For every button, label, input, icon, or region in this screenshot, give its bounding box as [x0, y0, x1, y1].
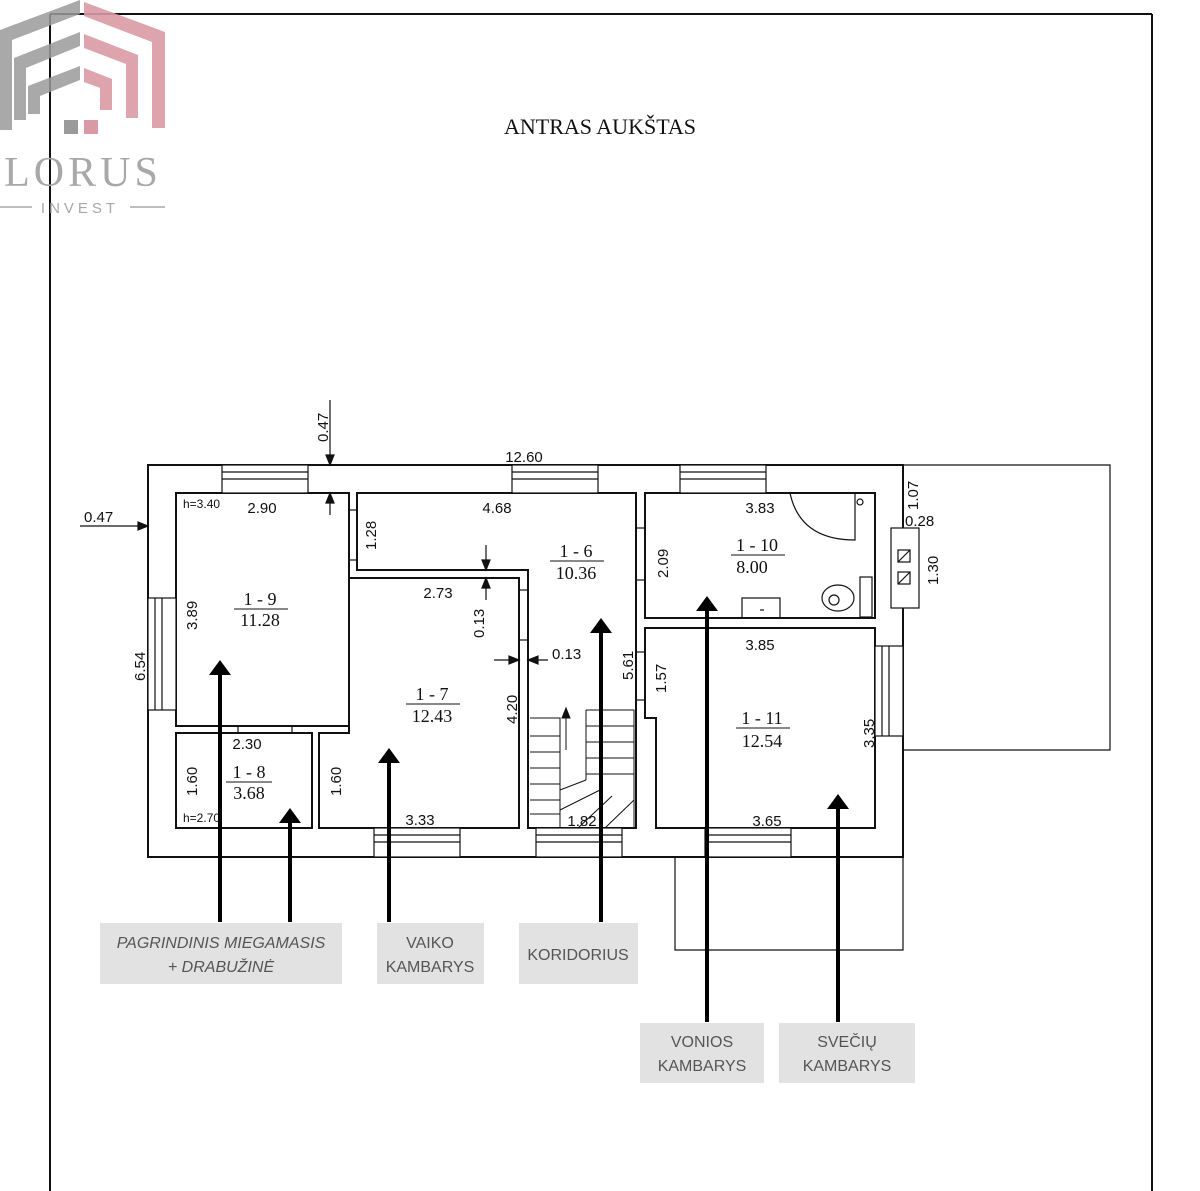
dim-r7-left: 1.60	[328, 767, 345, 796]
sink-icon	[741, 597, 781, 619]
plan-title: ANTRAS AUKŠTAS	[504, 114, 696, 139]
room-area: 12.54	[742, 731, 783, 751]
logo-house-gray-inner2	[28, 66, 80, 114]
walls	[147, 464, 1111, 951]
dim-r7-wall: 0.13	[471, 609, 488, 638]
dim-r11-left: 1.57	[653, 664, 670, 693]
pointer-arrows	[209, 596, 849, 1022]
doors	[237, 509, 645, 733]
dim-overall-width: 12.60	[505, 449, 543, 466]
wall-room-1-11	[644, 627, 876, 829]
dim-wall-left: 0.47	[84, 509, 113, 526]
dim-r8-ceiling: h=2.70	[183, 811, 220, 825]
wall-room-1-6	[356, 492, 637, 829]
dim-ext-c: 1.30	[925, 556, 942, 585]
terrace-outline	[903, 464, 1111, 751]
balcony-outline	[674, 857, 904, 951]
dim-r6-width: 4.68	[482, 500, 511, 517]
room-area: 12.43	[412, 706, 453, 726]
room-area: 3.68	[233, 783, 265, 803]
caption-guest-line1: SVEČIŲ	[817, 1032, 877, 1051]
dim-r8-height: 1.60	[184, 767, 201, 796]
dim-r9-height: 3.89	[184, 601, 201, 630]
dim-ext-b: 0.28	[905, 513, 934, 530]
caption-child: VAIKO KAMBARYS	[377, 923, 484, 984]
dim-r9-width: 2.90	[247, 500, 276, 517]
wall-room-1-10	[644, 492, 876, 619]
dim-r9-ceiling: h=3.40	[183, 497, 220, 511]
caption-corridor-line1: KORIDORIUS	[527, 947, 628, 964]
dim-r10-height: 2.09	[655, 549, 672, 578]
logo-window-pink	[84, 120, 98, 134]
stairs	[530, 706, 635, 829]
logo-house-pink	[84, 2, 165, 128]
dimension-markers	[80, 400, 548, 665]
dim-stair-width: 1.82	[567, 813, 596, 830]
room-labels: 1 - 9 11.28 1 - 6 10.36 1 - 7 12.43 1 - …	[226, 535, 790, 803]
dim-r6-depth: 5.61	[620, 651, 637, 680]
dim-r7-width: 2.73	[423, 585, 452, 602]
dim-r7-wall2: 0.13	[552, 646, 581, 663]
room-1-7: 1 - 7 12.43	[406, 684, 460, 726]
room-area: 8.00	[736, 557, 768, 577]
logo-name: LORUS	[4, 150, 162, 196]
room-1-10: 1 - 10 8.00	[731, 535, 785, 577]
room-1-8: 1 - 8 3.68	[226, 762, 272, 803]
logo-house-pink-inner	[84, 34, 138, 118]
caption-child-line1: VAIKO	[406, 935, 454, 952]
dim-r11-right: 3.35	[861, 719, 878, 748]
caption-corridor: KORIDORIUS	[519, 923, 638, 984]
logo-window-gray	[64, 120, 78, 134]
dim-ext-a: 1.07	[905, 481, 922, 510]
logo-house-gray-inner	[14, 32, 80, 120]
dim-wall-top: 0.47	[315, 413, 332, 442]
room-1-11: 1 - 11 12.54	[736, 708, 790, 751]
dim-r6-side: 1.28	[363, 521, 380, 550]
sheet-frame	[49, 13, 1153, 1191]
vent-block	[890, 527, 920, 609]
toilet-icon	[859, 576, 873, 618]
logo-sub: INVEST	[41, 200, 119, 217]
room-area: 11.28	[240, 610, 280, 630]
dim-r11-bottom: 3.65	[752, 813, 781, 830]
caption-guest: SVEČIŲ KAMBARYS	[779, 1023, 915, 1083]
room-id: 1 - 6	[560, 541, 593, 561]
shower-icon	[789, 492, 856, 541]
logo-house-gray	[0, 0, 80, 130]
dim-r11-width: 3.85	[745, 637, 774, 654]
room-id: 1 - 7	[416, 684, 449, 704]
dim-r10-width: 3.83	[745, 500, 774, 517]
caption-bath-line2: KAMBARYS	[658, 1058, 747, 1075]
dim-left-height: 6.54	[132, 652, 149, 681]
caption-bath-line1: VONIOS	[671, 1034, 733, 1051]
caption-guest-line2: KAMBARYS	[803, 1058, 892, 1075]
caption-master: PAGRINDINIS MIEGAMASIS + DRABUŽINĖ	[100, 923, 342, 984]
room-area: 10.36	[556, 563, 597, 583]
logo-house-pink-inner2	[84, 68, 112, 110]
room-id: 1 - 8	[233, 762, 266, 782]
caption-master-line2: + DRABUŽINĖ	[168, 957, 275, 976]
caption-master-line1: PAGRINDINIS MIEGAMASIS	[117, 935, 326, 952]
caption-child-line2: KAMBARYS	[386, 959, 475, 976]
dimension-labels: 12.60 0.47 0.47 6.54 2.90 h=3.40 3.89 4.…	[84, 413, 942, 830]
lorus-logo: LORUS INVEST	[0, 0, 165, 217]
room-id: 1 - 10	[736, 535, 778, 555]
room-id: 1 - 11	[741, 708, 782, 728]
bathroom-fixtures	[741, 492, 873, 619]
wall-room-1-7	[318, 577, 520, 829]
dim-r7-height: 4.20	[504, 695, 521, 724]
wall-room-1-8	[175, 732, 313, 829]
room-1-6: 1 - 6 10.36	[550, 541, 604, 583]
caption-bath: VONIOS KAMBARYS	[640, 1023, 764, 1083]
room-id: 1 - 9	[244, 589, 277, 609]
dim-r8-width: 2.30	[232, 736, 261, 753]
room-1-9: 1 - 9 11.28	[234, 589, 288, 630]
dim-r7-bottom: 3.33	[405, 812, 434, 829]
